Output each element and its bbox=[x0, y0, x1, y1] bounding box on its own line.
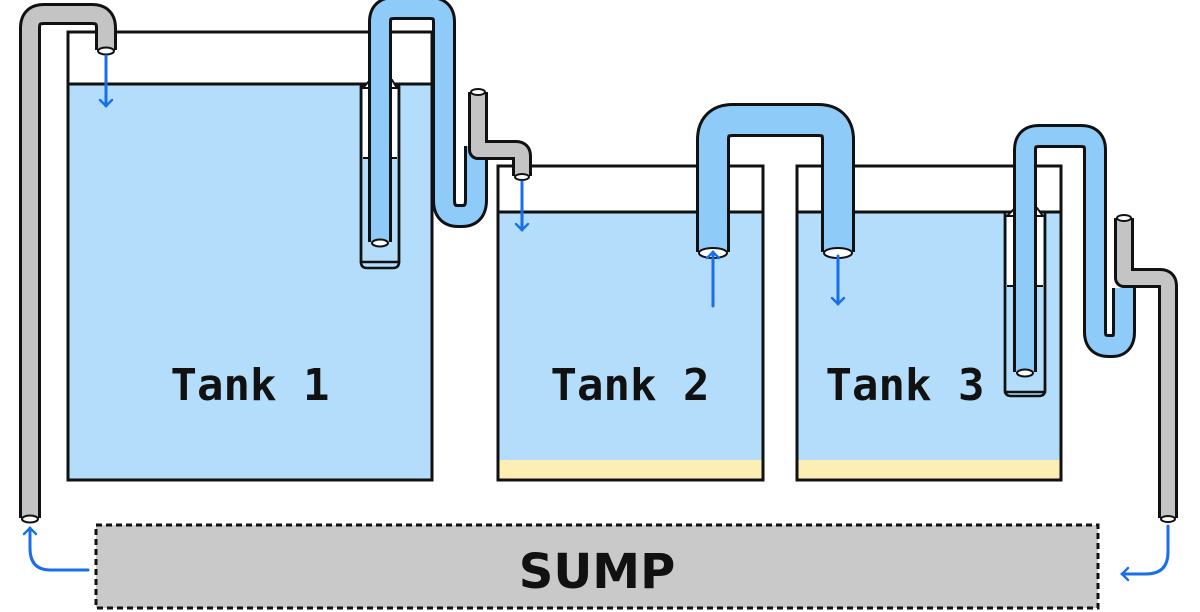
tank-2-sand bbox=[498, 460, 763, 480]
return-pipe-left-bottom-opening bbox=[21, 514, 39, 524]
overflow-siphon-3 bbox=[1013, 124, 1136, 378]
sump: SUMP bbox=[94, 523, 1100, 610]
arrow-icon bbox=[1120, 524, 1170, 582]
tank-2-glass bbox=[496, 164, 765, 482]
return-pipe-left bbox=[19, 3, 117, 524]
tank-1-label: Tank 1 bbox=[171, 360, 330, 411]
tank-1-glass bbox=[66, 30, 434, 482]
u-siphon-2-3 bbox=[696, 103, 855, 259]
tank-3-label: Tank 3 bbox=[826, 360, 985, 411]
drain-pipe-1 bbox=[468, 88, 532, 181]
tank-2-label: Tank 2 bbox=[551, 360, 710, 411]
tank-2: Tank 2 bbox=[496, 164, 765, 482]
drain-pipe-3 bbox=[1114, 214, 1178, 523]
sump-label: SUMP bbox=[519, 544, 676, 600]
tank-3-glass bbox=[795, 164, 1063, 482]
return-pipe-left-outlet bbox=[97, 46, 115, 56]
tank-3-sand bbox=[797, 460, 1061, 480]
flow-arrows bbox=[22, 54, 1170, 582]
arrow-icon bbox=[22, 526, 90, 572]
overflow-siphon-1 bbox=[368, 0, 488, 248]
sump-box bbox=[94, 523, 1100, 610]
